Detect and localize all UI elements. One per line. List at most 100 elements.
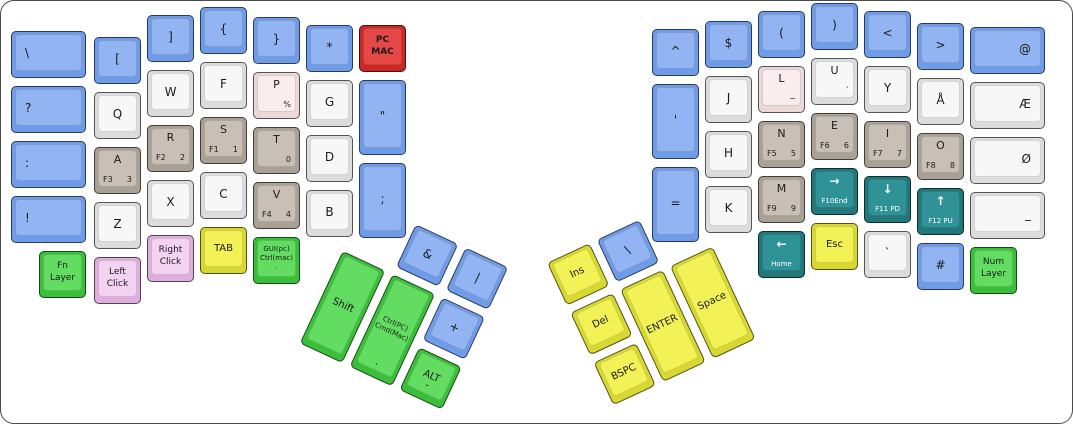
key-label: U xyxy=(830,64,839,77)
key-backslash[interactable]: \ xyxy=(11,31,86,78)
key-p[interactable]: P% xyxy=(253,72,300,119)
keycap-top: H xyxy=(709,134,748,171)
key-bspc[interactable]: BSPC xyxy=(593,342,656,406)
key-question-mark[interactable]: ? xyxy=(11,86,86,133)
key-label: 8 xyxy=(949,161,955,170)
key-alt[interactable]: ALT- xyxy=(399,347,462,410)
key-j[interactable]: J xyxy=(705,76,752,123)
key-label: [ xyxy=(115,51,120,66)
key-backtick[interactable]: ` xyxy=(864,231,911,278)
key-caret[interactable]: ^ xyxy=(652,29,699,76)
keycap-top: GUI(pc)Ctrl(mac). xyxy=(257,240,296,277)
key-double-quote[interactable]: " xyxy=(359,80,406,155)
key-label: " xyxy=(379,108,386,123)
key-o-slash[interactable]: Ø xyxy=(970,137,1045,184)
key-c[interactable]: C xyxy=(200,172,247,219)
key-q[interactable]: Q xyxy=(94,92,141,139)
key-ae[interactable]: Æ xyxy=(970,82,1045,129)
key-l[interactable]: L~ xyxy=(758,66,805,113)
key-hash[interactable]: # xyxy=(917,243,964,290)
key-k[interactable]: K xyxy=(705,186,752,233)
keycap-top: ) xyxy=(815,6,854,43)
key-apostrophe[interactable]: ' xyxy=(652,84,699,159)
key-gui[interactable]: GUI(pc)Ctrl(mac). xyxy=(253,237,300,284)
key-left-brace[interactable]: { xyxy=(200,7,247,54)
keycap-top: _ xyxy=(974,195,1041,232)
key-page-up-f12[interactable]: ↑F12 PU xyxy=(917,188,964,235)
key-f[interactable]: F xyxy=(200,62,247,109)
keycap-top: P% xyxy=(257,75,296,112)
key-at[interactable]: @ xyxy=(970,27,1045,74)
key-label: F2 xyxy=(156,153,166,162)
key-dollar[interactable]: $ xyxy=(705,21,752,68)
key-label: BSPC xyxy=(609,361,638,383)
key-right-bracket[interactable]: ] xyxy=(147,15,194,62)
key-a-ring[interactable]: Å xyxy=(917,78,964,125)
keycap-top: ] xyxy=(151,18,190,55)
key-label: ' xyxy=(673,112,678,127)
key-asterisk[interactable]: * xyxy=(306,25,353,72)
key-less-than[interactable]: < xyxy=(864,11,911,58)
key-right-brace[interactable]: } xyxy=(253,17,300,64)
key-label: I xyxy=(885,127,890,140)
keycap-top: Esc xyxy=(815,226,854,263)
key-colon[interactable]: : xyxy=(11,141,86,188)
key-esc[interactable]: Esc xyxy=(811,223,858,270)
key-exclamation[interactable]: ! xyxy=(11,196,86,243)
key-ins[interactable]: Ins xyxy=(547,243,610,306)
keycap-top: : xyxy=(15,144,82,181)
key-d[interactable]: D xyxy=(306,135,353,182)
key-left-paren[interactable]: ( xyxy=(758,11,805,58)
key-plus[interactable]: + xyxy=(422,297,486,360)
key-label: 4 xyxy=(285,210,291,219)
key-w[interactable]: W xyxy=(147,70,194,117)
key-u[interactable]: U´ xyxy=(811,58,858,105)
keycap-top: " xyxy=(363,83,402,148)
key-del[interactable]: Del xyxy=(570,292,633,356)
key-home[interactable]: ←Home xyxy=(758,231,805,278)
key-tab[interactable]: TAB xyxy=(200,227,247,274)
keycap-top: D xyxy=(310,138,349,175)
key-g[interactable]: G xyxy=(306,80,353,127)
key-right-paren[interactable]: ) xyxy=(811,3,858,50)
key-end-f10[interactable]: →F10End xyxy=(811,168,858,215)
keycap-top: W xyxy=(151,73,190,110)
key-greater-than[interactable]: > xyxy=(917,23,964,70)
key-b[interactable]: B xyxy=(306,190,353,237)
key-label: F3 xyxy=(103,175,113,184)
keycap-top: + xyxy=(429,301,481,352)
key-equals[interactable]: = xyxy=(652,167,699,242)
key-label: P xyxy=(273,78,280,91)
key-backslash-thumb[interactable]: \ xyxy=(596,219,660,283)
key-pipe[interactable]: | xyxy=(445,247,509,310)
key-semicolon[interactable]: ; xyxy=(359,163,406,238)
key-label: Esc xyxy=(825,239,844,250)
key-h[interactable]: H xyxy=(705,131,752,178)
key-label: ( xyxy=(779,25,784,40)
keycap-top: →F10End xyxy=(815,171,854,208)
key-z[interactable]: Z xyxy=(94,202,141,249)
key-x[interactable]: X xyxy=(147,180,194,227)
key-y[interactable]: Y xyxy=(864,66,911,113)
key-page-down-f11[interactable]: ↓F11 PD xyxy=(864,176,911,223)
key-underscore[interactable]: _ xyxy=(970,192,1045,239)
key-left-bracket[interactable]: [ xyxy=(94,37,141,84)
